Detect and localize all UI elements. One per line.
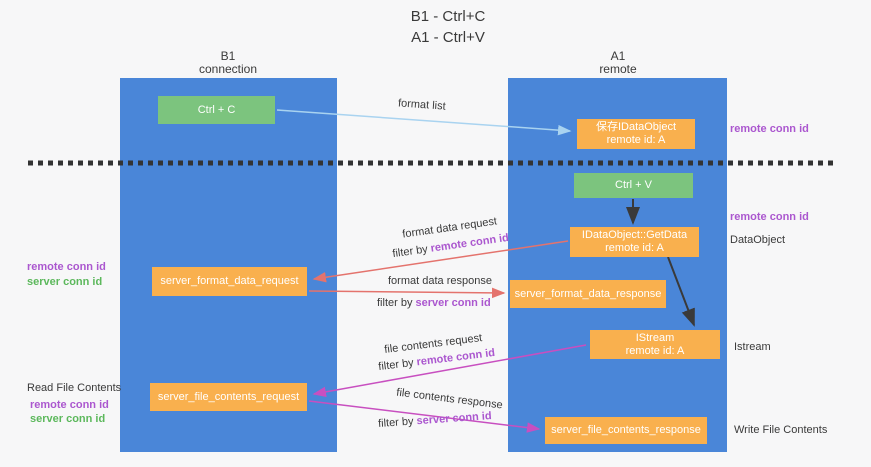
save-idataobject-line1: 保存IDataObject: [595, 121, 677, 133]
diagram-title: B1 - Ctrl+C A1 - Ctrl+V: [358, 6, 538, 48]
istream-side-label: Istream: [734, 341, 771, 353]
server-format-data-response-node: server_format_data_response: [510, 280, 666, 308]
title-line-2: A1 - Ctrl+V: [411, 29, 485, 46]
left-remote-conn-id-label: remote conn id: [27, 261, 106, 273]
save-idataobject-line2: remote id: A: [606, 134, 666, 146]
getdata-to-istream-arrow: [667, 256, 695, 327]
server-conn-id-highlight: server conn id: [415, 297, 491, 309]
format-data-response-arrow: [308, 287, 506, 299]
save-idataobject-node: 保存IDataObject remote id: A: [577, 119, 695, 149]
format-data-response-filter-label: filter by server conn id: [377, 297, 491, 309]
read-file-contents-label: Read File Contents: [27, 382, 122, 394]
left-server-conn-id-label: server conn id: [27, 276, 103, 288]
column-a1-name: A1: [610, 49, 626, 63]
format-data-response-label: format data response: [388, 275, 492, 287]
column-header-b1: B1 connection: [168, 50, 288, 76]
format-list-arrow: [276, 109, 572, 136]
server-format-data-request-node: server_format_data_request: [152, 267, 307, 296]
right-top-remote-conn-id-label: remote conn id: [730, 123, 809, 135]
title-line-1: B1 - Ctrl+C: [410, 8, 486, 25]
right-mid-remote-conn-id-label: remote conn id: [730, 211, 809, 223]
filter-by-prefix: filter by: [377, 297, 416, 309]
istream-line1: IStream: [635, 331, 675, 344]
ctrl-c-node: Ctrl + C: [158, 96, 275, 124]
ctrl-c-label: Ctrl + C: [197, 103, 236, 116]
column-a1-role: remote: [599, 62, 637, 76]
idataobject-getdata-node: IDataObject::GetData remote id: A: [570, 227, 699, 257]
server-format-data-request-label: server_format_data_request: [160, 275, 299, 287]
server-file-contents-request-node: server_file_contents_request: [150, 383, 307, 411]
server-file-contents-response-label: server_file_contents_response: [551, 424, 701, 436]
dataobject-label: DataObject: [730, 234, 786, 246]
left-bottom-remote-conn-id-label: remote conn id: [30, 399, 109, 411]
istream-line2: remote id: A: [625, 344, 685, 357]
format-data-request-arrow: [312, 240, 569, 283]
left-bottom-server-conn-id-label: server conn id: [30, 413, 106, 425]
file-contents-response-arrow: [308, 400, 541, 433]
idataobject-getdata-line1: IDataObject::GetData: [581, 229, 688, 241]
ctrl-v-node: Ctrl + V: [574, 173, 693, 198]
istream-node: IStream remote id: A: [590, 330, 720, 359]
server-file-contents-request-label: server_file_contents_request: [157, 390, 300, 403]
column-b1-name: B1: [220, 49, 236, 63]
server-file-contents-response-node: server_file_contents_response: [545, 417, 707, 444]
ctrl-v-label: Ctrl + V: [615, 179, 652, 191]
idataobject-getdata-line2: remote id: A: [605, 242, 664, 254]
file-contents-request-arrow: [312, 344, 587, 398]
column-header-a1: A1 remote: [558, 50, 678, 76]
column-b1-role: connection: [198, 62, 258, 76]
write-file-contents-label: Write File Contents: [734, 424, 828, 436]
server-format-data-response-label: server_format_data_response: [514, 287, 662, 300]
